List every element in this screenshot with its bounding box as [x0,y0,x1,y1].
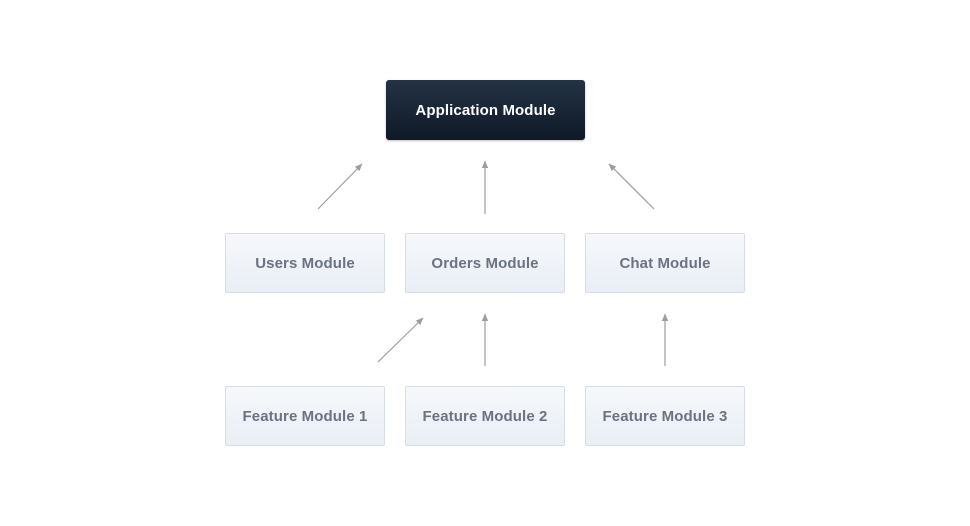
feature-module-3-node: Feature Module 3 [585,386,745,446]
feature-module-2-label: Feature Module 2 [422,407,548,425]
arrow-chat-to-application [608,163,655,210]
chat-module-label: Chat Module [619,254,711,272]
application-module-node: Application Module [386,80,585,140]
arrow-users-to-application [317,163,363,210]
arrow-feature1-to-orders [377,317,424,363]
orders-module-label: Orders Module [431,254,539,272]
feature-module-1-label: Feature Module 1 [242,407,368,425]
feature-module-2-node: Feature Module 2 [405,386,565,446]
users-module-label: Users Module [255,254,355,272]
feature-module-1-node: Feature Module 1 [225,386,385,446]
users-module-node: Users Module [225,233,385,293]
orders-module-node: Orders Module [405,233,565,293]
application-module-label: Application Module [415,101,556,119]
chat-module-node: Chat Module [585,233,745,293]
feature-module-3-label: Feature Module 3 [602,407,728,425]
